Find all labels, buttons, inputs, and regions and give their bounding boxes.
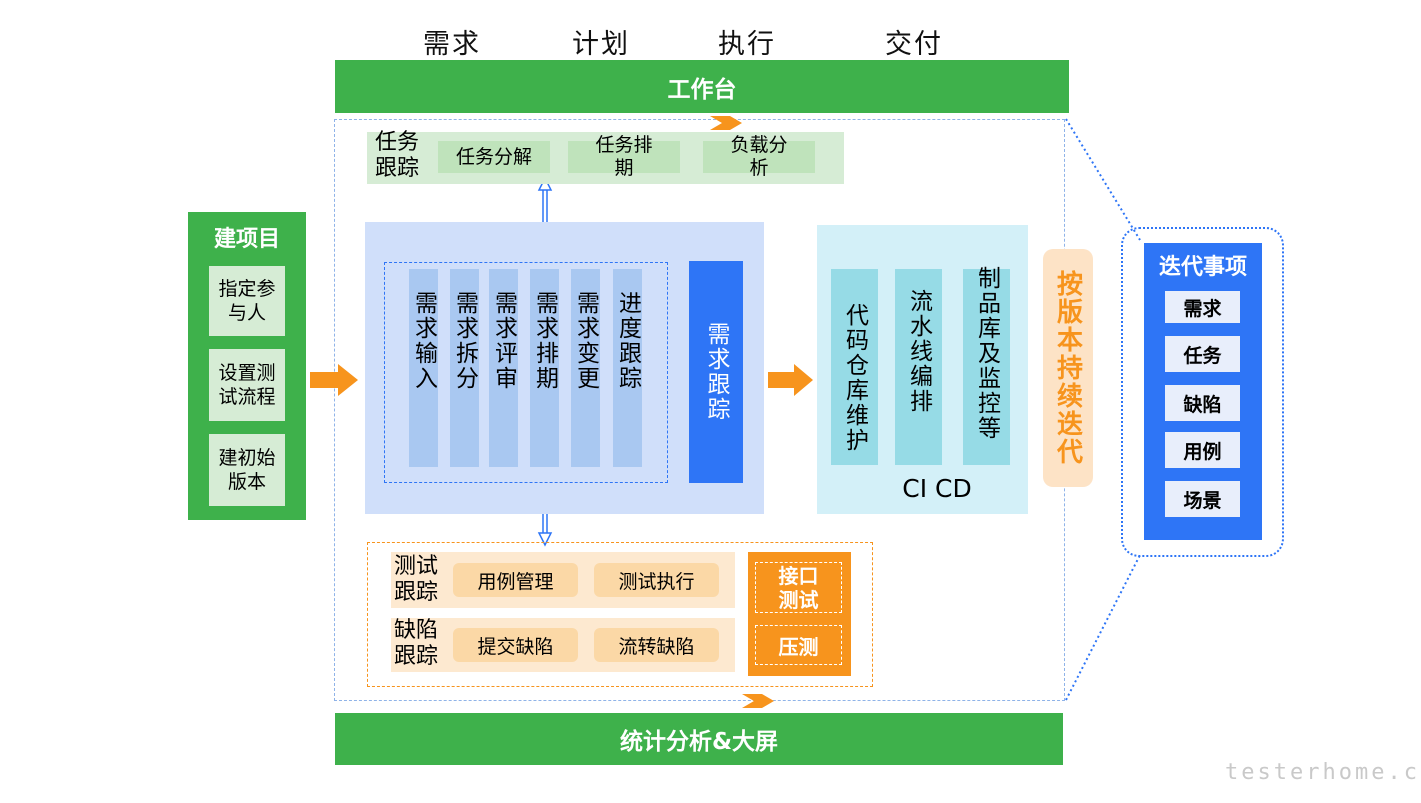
task-tracking-label: 任务跟踪 [375,130,420,181]
defect-tracking-label: 缺陷跟踪 [394,618,439,669]
defect-item-submit: 提交缺陷 [453,628,578,662]
defect-item-flow: 流转缺陷 [594,628,719,662]
req-col-progress: 进度跟踪 [613,269,642,467]
cicd-col-repo: 代码仓库维护 [831,269,878,465]
load-test-item: 压测 [755,625,842,665]
build-project-panel: 建项目 指定参与人 设置测试流程 建初始版本 [188,212,306,520]
api-test-item: 接口测试 [755,562,842,613]
req-col-input: 需求输入 [409,269,438,467]
build-item-flow: 设置测试流程 [209,349,285,421]
build-item-version: 建初始版本 [209,434,285,506]
stats-bar: 统计分析&大屏 [335,713,1063,765]
cicd-label: CI CD [902,473,972,503]
iteration-panel: 迭代事项 需求 任务 缺陷 用例 场景 [1144,243,1262,540]
build-project-title: 建项目 [213,227,280,252]
build-item-participants: 指定参与人 [209,266,285,336]
iteration-item-defect: 缺陷 [1165,385,1240,421]
phase-plan: 计划 [572,29,630,60]
requirement-dashed-frame [384,262,668,483]
flow-arrow-icon [710,116,742,130]
task-item-schedule: 任务排期 [568,134,680,179]
test-item-exec: 测试执行 [594,563,719,597]
flow-arrow-icon [742,694,774,708]
iteration-item-scene: 场景 [1165,481,1240,517]
phase-deliver: 交付 [885,29,943,60]
req-col-review: 需求评审 [489,269,518,467]
task-item-decompose: 任务分解 [438,141,550,173]
arrow-right-icon [768,364,813,396]
task-tracking-panel: 任务跟踪 任务分解 任务排期 负载分析 [367,130,844,184]
arrow-right-icon [310,364,358,396]
test-section: 测试跟踪 用例管理 测试执行 缺陷跟踪 提交缺陷 流转缺陷 接口测试 压测 [367,542,873,687]
req-col-split: 需求拆分 [450,269,479,467]
cicd-panel: 代码仓库维护 流水线编排 制品库及监控等 CI CD [817,225,1028,514]
special-test-box: 接口测试 压测 [748,552,851,676]
cicd-col-artifact-bg [963,269,1010,465]
iteration-frame [1121,227,1284,557]
requirement-tracking-box: 需求跟踪 [689,261,743,483]
iteration-item-task: 任务 [1165,336,1240,372]
workbench-bar: 工作台 [335,60,1069,113]
requirement-panel: 需求输入 需求拆分 需求评审 需求排期 需求变更 进度跟踪 需求跟踪 [365,222,764,514]
iteration-title: 迭代事项 [1158,255,1247,280]
cicd-col-pipeline: 流水线编排 [895,269,942,465]
req-col-change: 需求变更 [571,269,600,467]
task-item-load: 负载分析 [703,134,815,179]
phase-requirement: 需求 [423,29,481,60]
defect-tracking-row: 缺陷跟踪 提交缺陷 流转缺陷 [391,618,735,672]
watermark: testerhome.com [1225,760,1421,785]
req-col-schedule: 需求排期 [530,269,559,467]
iteration-item-requirement: 需求 [1165,291,1240,323]
test-tracking-label: 测试跟踪 [394,554,439,605]
cicd-col-artifact: 制品库及监控等 [973,265,1000,441]
iteration-item-case: 用例 [1165,432,1240,468]
phase-execute: 执行 [718,29,776,60]
test-item-case-mgmt: 用例管理 [453,563,578,597]
iterate-label: 按版本持续迭代 [1043,249,1093,487]
test-tracking-row: 测试跟踪 用例管理 测试执行 [391,552,735,608]
